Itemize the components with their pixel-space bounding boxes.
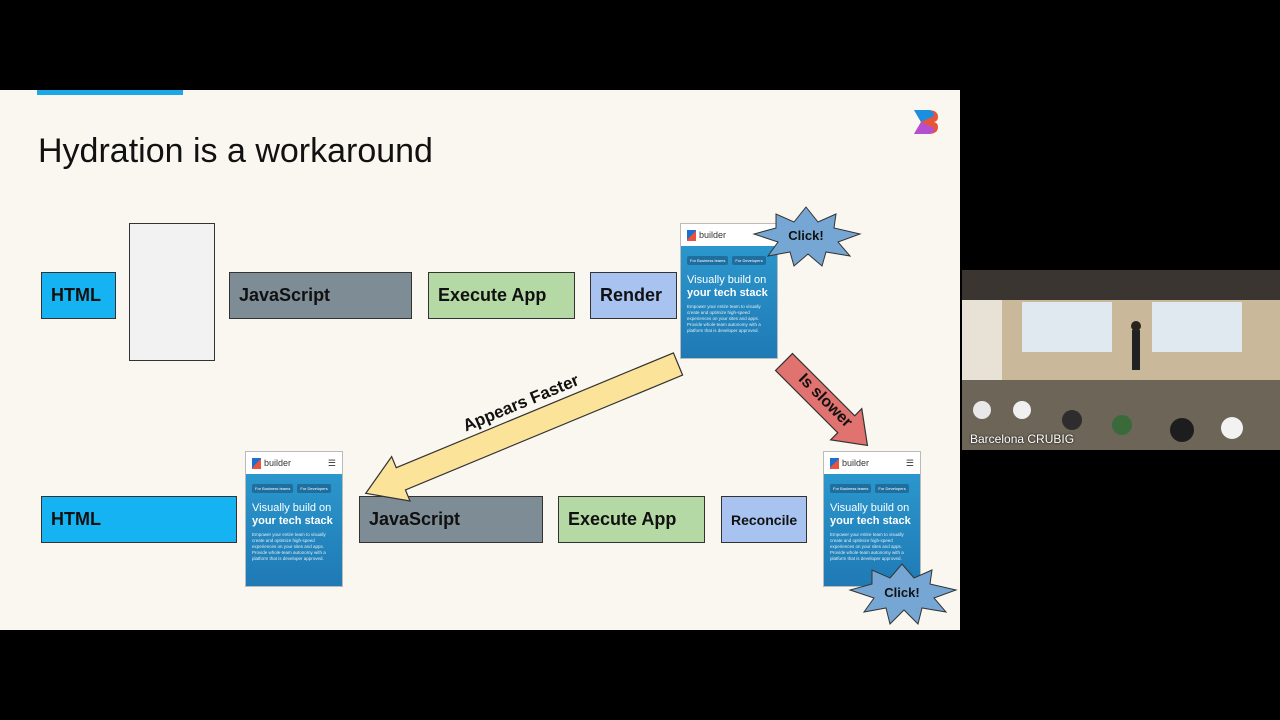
phone-heading: Visually build on bbox=[252, 502, 332, 514]
phone-heading: Visually build on bbox=[687, 274, 767, 286]
slide-title: Hydration is a workaround bbox=[38, 132, 433, 170]
phone-body-text: Empower your entire team to visually cre… bbox=[830, 532, 904, 561]
builder-mark-icon bbox=[252, 457, 261, 469]
click-label-1: Click! bbox=[788, 228, 823, 243]
speaker-video-panel: Barcelona CRUBIG bbox=[962, 270, 1280, 450]
phone-pill: For Business teams bbox=[687, 256, 729, 265]
row2-execute-app-box: Execute App bbox=[558, 496, 705, 543]
phone-body-text: Empower your entire team to visually cre… bbox=[687, 304, 761, 333]
phone-pill: For Developers bbox=[875, 484, 909, 493]
click-burst-2 bbox=[848, 563, 958, 625]
accent-bar bbox=[37, 90, 183, 95]
phone-heading-bold: your tech stack bbox=[687, 287, 768, 299]
row1-render-box: Render bbox=[590, 272, 677, 319]
phone-brand: builder bbox=[264, 458, 292, 468]
hamburger-menu-icon: ☰ bbox=[327, 457, 336, 468]
row1-html-box: HTML bbox=[41, 272, 116, 319]
row1-execute-app-box: Execute App bbox=[428, 272, 575, 319]
click-burst-1 bbox=[752, 206, 862, 267]
row2-javascript-box: JavaScript bbox=[359, 496, 543, 543]
phone-pill: For Developers bbox=[732, 256, 766, 265]
phone-heading-bold: your tech stack bbox=[830, 515, 911, 527]
phone-heading-bold: your tech stack bbox=[252, 515, 333, 527]
phone-brand: builder bbox=[842, 458, 870, 468]
row1-javascript-box: JavaScript bbox=[229, 272, 412, 319]
row1-blank-screen bbox=[129, 223, 215, 361]
hamburger-menu-icon: ☰ bbox=[905, 457, 914, 468]
presentation-slide: Hydration is a workaround HTML JavaScrip… bbox=[0, 90, 960, 630]
row2-reconcile-box: Reconcile bbox=[721, 496, 807, 543]
is-slower-label: Is slower bbox=[795, 371, 855, 431]
phone-pill: For Business teams bbox=[252, 484, 294, 493]
builder-mark-icon bbox=[687, 229, 696, 241]
is-slower-arrow bbox=[774, 352, 869, 447]
builder-mark-icon bbox=[830, 457, 839, 469]
phone-pill: For Developers bbox=[297, 484, 331, 493]
phone-heading: Visually build on bbox=[830, 502, 910, 514]
builder-logo-icon bbox=[914, 110, 938, 134]
row2-html-box: HTML bbox=[41, 496, 237, 543]
video-location-label: Barcelona CRUBIG bbox=[970, 432, 1075, 446]
click-label-2: Click! bbox=[884, 585, 919, 600]
phone-body-text: Empower your entire team to visually cre… bbox=[252, 532, 326, 561]
phone-brand: builder bbox=[699, 230, 727, 240]
appears-faster-arrow bbox=[364, 352, 684, 502]
room-scene bbox=[962, 270, 1280, 450]
diagram-overlay: Appears Faster Is slower Click! Click! bbox=[364, 206, 958, 625]
phone-pill: For Business teams bbox=[830, 484, 872, 493]
